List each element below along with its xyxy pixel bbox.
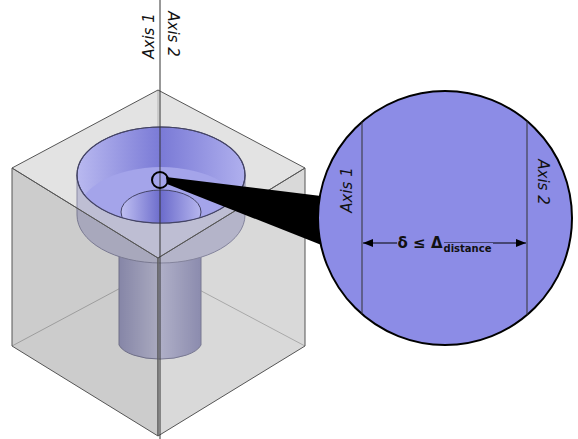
- magnified-view: Axis 1 Axis 2 δ ≤ Δdistance: [317, 90, 573, 346]
- axis-label: Axis 1: [142, 12, 157, 59]
- dimension-subscript: distance: [444, 243, 494, 255]
- magnifier-circle: [317, 90, 573, 346]
- arrowhead: [516, 239, 526, 247]
- magnifier-marker: [152, 172, 168, 188]
- axis-line: [362, 122, 363, 314]
- axis-label: Axis 2: [165, 10, 180, 57]
- axis-line: [527, 121, 528, 315]
- dimension-text: δ ≤ Δ: [397, 235, 444, 252]
- axis-label: Axis 2: [535, 159, 550, 204]
- arrowhead: [363, 239, 373, 247]
- axis-label: Axis 1: [340, 167, 355, 212]
- axis-line: [160, 0, 161, 439]
- magnifier-leader: [166, 177, 324, 246]
- cube: [12, 90, 305, 436]
